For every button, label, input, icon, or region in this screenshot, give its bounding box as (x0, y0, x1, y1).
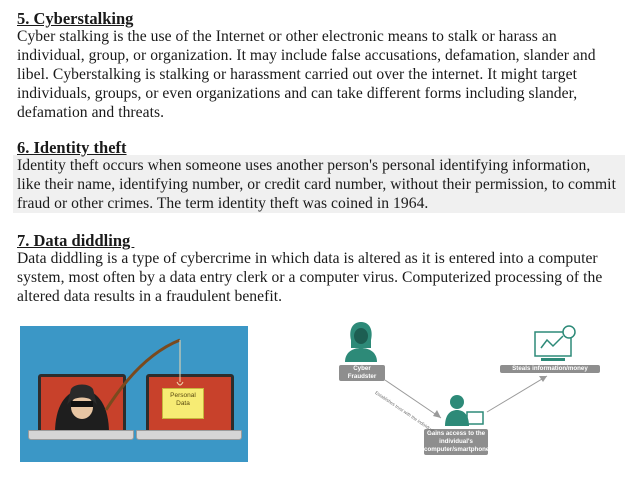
fraudster-label: Cyber Fraudster (339, 365, 385, 381)
fraud-flow-diagram: Cyber Fraudster Steals information/money… (325, 318, 630, 468)
arrow-to-steal (486, 375, 548, 413)
hacker-icon (55, 384, 109, 433)
paragraph-cyberstalking: Cyber stalking is the use of the Interne… (17, 28, 596, 121)
arrow-to-victim (384, 379, 442, 419)
personal-data-note: Personal Data (162, 388, 204, 419)
victim-label: Gains access to the individual's compute… (424, 429, 490, 455)
paragraph-data-diddling: Data diddling is a type of cybercrime in… (17, 250, 603, 305)
note-text: Personal Data (170, 392, 196, 407)
steals-label: Steals information/money (500, 365, 600, 373)
victim-laptop-base (136, 430, 242, 440)
paragraph-identity-theft: Identity theft occurs when someone uses … (17, 157, 616, 212)
hacker-laptop-base (28, 430, 134, 440)
victim-computer-icon (445, 395, 484, 426)
heading-identity-theft: 6. Identity theft (17, 138, 127, 157)
section-cyberstalking: 5. Cyberstalking Cyber stalking is the u… (17, 10, 627, 122)
phishing-illustration: Personal Data (20, 326, 248, 462)
hacker-laptop-screen (38, 374, 126, 436)
fishing-rod-icon (104, 338, 184, 411)
steal-money-icon (534, 325, 576, 361)
heading-data-diddling: 7. Data diddling (17, 231, 135, 250)
heading-cyberstalking: 5. Cyberstalking (17, 9, 134, 28)
section-data-diddling: 7. Data diddling Data diddling is a type… (17, 232, 617, 306)
section-identity-theft: 6. Identity theft Identity theft occurs … (13, 138, 625, 213)
fraudster-icon (345, 322, 377, 362)
